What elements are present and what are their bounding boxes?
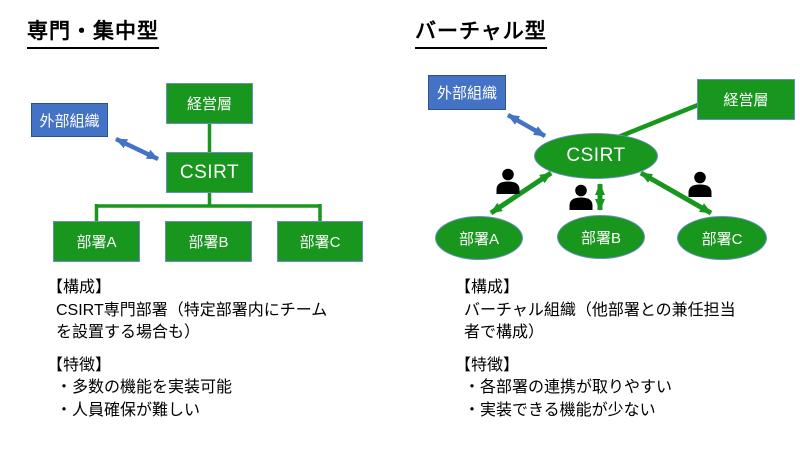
left-csirt-box: CSIRT [166, 152, 253, 193]
left-dept-a-label: 部署A [76, 234, 117, 251]
note-line: 者で構成） [464, 324, 545, 341]
right-csirt-depta-arrow [489, 170, 553, 216]
note-heading: 【構成】 [47, 279, 112, 296]
right-title-text: バーチャル型 [415, 15, 547, 49]
person-icon [569, 184, 593, 210]
right-dept-b-ellipse: 部署B [557, 215, 645, 259]
left-dept-a-box: 部署A [53, 221, 140, 262]
right-management-label: 経営層 [723, 92, 769, 109]
right-csirt-deptc-arrow [639, 170, 713, 216]
right-csirt-label: CSIRT [566, 145, 626, 166]
note-line: を設置する場合も） [56, 324, 201, 341]
left-dept-b-label: 部署B [188, 234, 229, 251]
right-management-box: 経営層 [697, 79, 795, 120]
left-dept-c-box: 部署C [277, 221, 363, 262]
note-line: ・人員確保が難しい [56, 401, 201, 419]
note-line: ・多数の機能を実装可能 [56, 379, 233, 396]
right-dept-a-label: 部署A [458, 230, 499, 248]
right-dept-a-ellipse: 部署A [435, 216, 523, 260]
left-title-text: 専門・集中型 [27, 15, 159, 49]
left-composition-section: 【構成】 CSIRT専門部署（特定部署内にチーム を設置する場合も） [47, 277, 327, 345]
note-line: ・各部署の連携が取りやすい [464, 379, 673, 396]
right-csirt-ellipse: CSIRT [534, 133, 658, 179]
left-external-csirt-arrow [115, 136, 159, 162]
left-management-box: 経営層 [166, 83, 253, 124]
left-connector-lines [94, 124, 322, 221]
left-notes: 【構成】 CSIRT専門部署（特定部署内にチーム を設置する場合も） 【特徴】 … [47, 277, 327, 422]
note-line: CSIRT専門部署（特定部署内にチーム [56, 301, 328, 319]
left-management-label: 経営層 [186, 96, 232, 113]
note-heading: 【特徴】 [47, 356, 112, 374]
left-dept-c-label: 部署C [299, 234, 341, 251]
note-line: バーチャル組織（他部署との兼任担当 [464, 301, 736, 319]
person-icon [688, 171, 712, 197]
note-heading: 【特徴】 [455, 356, 520, 374]
note-heading: 【構成】 [455, 279, 520, 296]
left-external-label: 外部組織 [39, 112, 100, 130]
note-line: ・実装できる機能が少ない [464, 401, 656, 419]
right-notes: 【構成】 バーチャル組織（他部署との兼任担当 者で構成） 【特徴】 ・各部署の連… [455, 277, 736, 422]
right-dept-c-ellipse: 部署C [677, 216, 767, 260]
right-title: バーチャル型 [415, 15, 547, 49]
left-external-box: 外部組織 [31, 103, 108, 137]
right-external-csirt-arrow [506, 113, 547, 138]
right-composition-section: 【構成】 バーチャル組織（他部署との兼任担当 者で構成） [455, 277, 736, 345]
left-csirt-label: CSIRT [179, 161, 240, 183]
left-dept-b-box: 部署B [165, 221, 252, 262]
left-features-section: 【特徴】 ・多数の機能を実装可能 ・人員確保が難しい [47, 355, 327, 423]
right-dept-b-label: 部署B [580, 229, 621, 247]
right-external-box: 外部組織 [428, 75, 506, 110]
person-icon [496, 168, 520, 194]
left-title: 専門・集中型 [27, 15, 159, 49]
right-external-label: 外部組織 [436, 85, 497, 102]
right-features-section: 【特徴】 ・各部署の連携が取りやすい ・実装できる機能が少ない [455, 355, 736, 423]
right-dept-c-label: 部署C [701, 230, 743, 248]
